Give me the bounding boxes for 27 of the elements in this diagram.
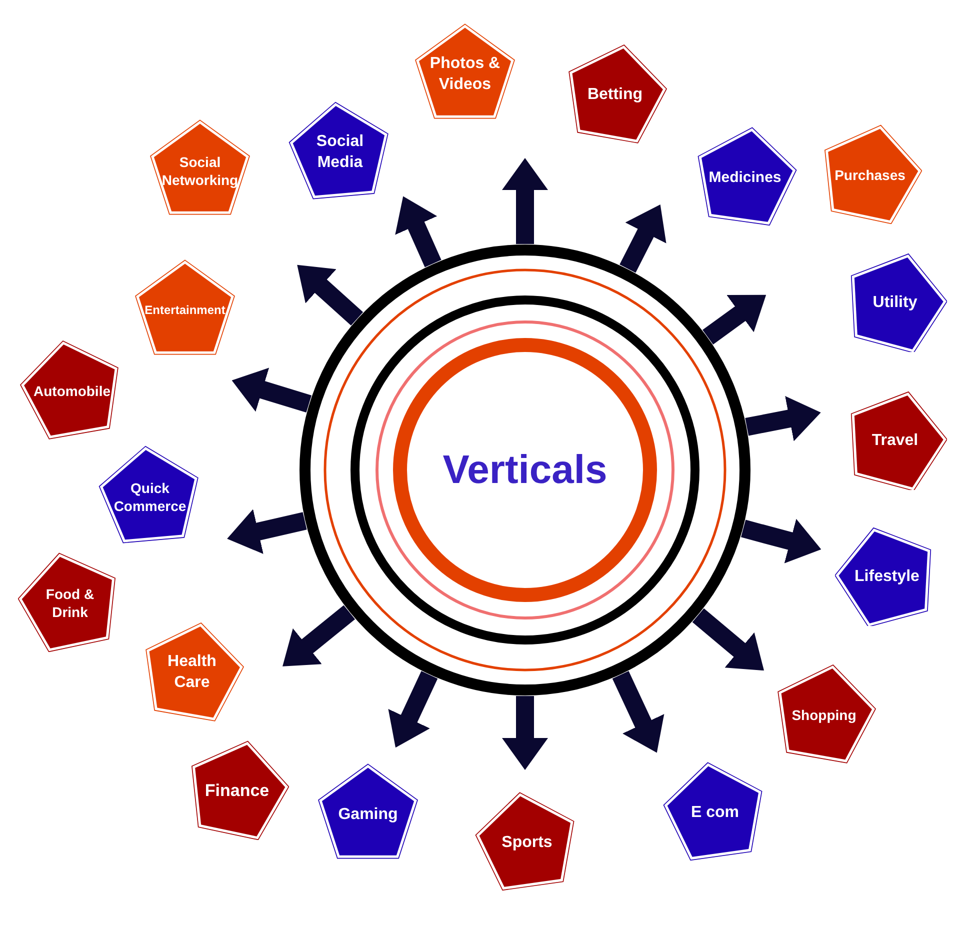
node-label: Social Networking	[160, 152, 240, 190]
arrow	[229, 368, 312, 413]
node-label: Quick Commerce	[112, 478, 188, 516]
center-label: Verticals	[442, 448, 608, 492]
arrow	[502, 158, 548, 244]
node-label: Food & Drink	[44, 584, 96, 622]
node-label: Utility	[872, 292, 918, 313]
node-label: Health Care	[166, 652, 218, 693]
node-label: Betting	[587, 84, 643, 105]
node-label: Gaming	[338, 804, 398, 825]
node-label: Entertainment	[144, 303, 226, 319]
node-label: Shopping	[792, 706, 856, 724]
ring-circle	[299, 244, 751, 696]
node-label: Sports	[502, 832, 552, 853]
arrow	[502, 696, 548, 770]
arrow	[225, 509, 307, 554]
node-label: Photos & Videos	[428, 54, 502, 95]
arrow	[745, 396, 823, 442]
node-label: Lifestyle	[854, 566, 920, 587]
node-label: Travel	[872, 430, 918, 451]
arrow	[740, 518, 824, 564]
node-label: Finance	[204, 780, 270, 802]
node-label: Purchases	[834, 166, 906, 184]
node-label: Automobile	[34, 382, 110, 400]
node-label: Medicines	[708, 168, 782, 188]
node-label: Social Media	[315, 132, 365, 173]
node-label: E com	[690, 802, 739, 823]
